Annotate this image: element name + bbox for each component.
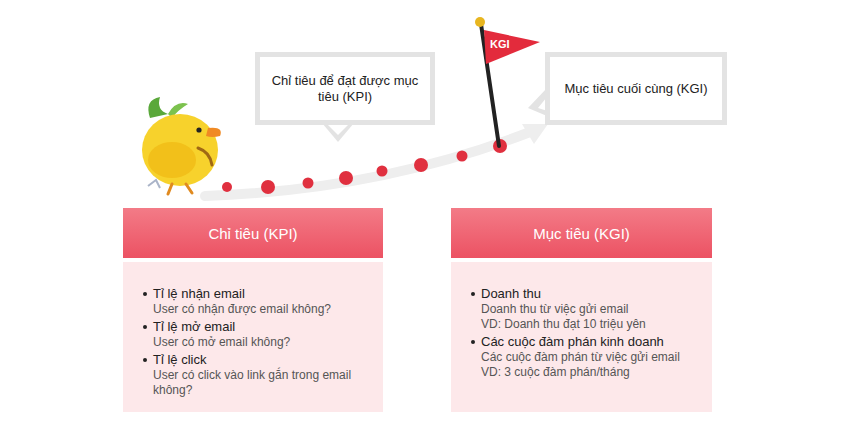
item-heading: Các cuộc đàm phán kinh doanh	[481, 334, 664, 349]
text-line: Mục tiêu cuối cùng (KGI)	[564, 81, 707, 97]
path-dots	[222, 139, 507, 194]
text-line: Chỉ tiêu để đạt được mục tiêu (KPI)	[270, 73, 420, 105]
text-line: Tỉ lệ nhận email	[143, 286, 371, 302]
node-label: Mục tiêu (KGI)	[533, 225, 630, 242]
list-box: Tỉ lệ nhận emailUser có nhận được email …	[123, 262, 383, 412]
text-line: Doanh thu	[471, 286, 700, 302]
bullet-dot	[143, 292, 147, 296]
item-text: VD: 3 cuộc đàm phán/tháng	[481, 365, 630, 379]
bullet-dot	[471, 340, 475, 344]
item-text: Các cuộc đàm phán từ việc gửi email	[481, 350, 680, 364]
item-text: VD: Doanh thu đạt 10 triệu yên	[481, 317, 646, 331]
speech-bubble: Chỉ tiêu để đạt được mục tiêu (KPI)	[255, 52, 435, 125]
item-text: User có nhận được email không?	[153, 302, 331, 316]
text-line: User có click vào link gắn trong email k…	[143, 368, 371, 398]
bullet-dot	[143, 358, 147, 362]
item-text: Doanh thu từ việc gửi email	[481, 302, 628, 316]
header-band: Mục tiêu (KGI)	[451, 208, 712, 258]
chick	[142, 97, 221, 194]
text-line: Tỉ lệ click	[143, 352, 371, 368]
bullet-dot	[143, 325, 147, 329]
flag-knob	[475, 17, 485, 27]
item-heading: Tỉ lệ mở email	[153, 319, 235, 334]
text-line: KGI	[490, 38, 510, 50]
text-line: Các cuộc đàm phán từ việc gửi email	[471, 350, 700, 365]
bubble-tail	[322, 123, 354, 142]
item-heading: Tỉ lệ click	[153, 352, 206, 367]
speech-bubble: Mục tiêu cuối cùng (KGI)	[545, 52, 727, 125]
item-text: User có click vào link gắn trong email k…	[153, 368, 351, 397]
text-line: Chỉ tiêu (KPI)	[208, 225, 297, 242]
node-label: Chỉ tiêu để đạt được mục tiêu (KPI)	[272, 73, 419, 104]
item-heading: Tỉ lệ nhận email	[153, 286, 245, 301]
text-line: User có nhận được email không?	[143, 302, 371, 317]
text-line: VD: Doanh thu đạt 10 triệu yên	[471, 317, 700, 332]
node-label: Chỉ tiêu (KPI)	[208, 225, 297, 242]
text-line: Mục tiêu (KGI)	[533, 225, 630, 242]
header-band: Chỉ tiêu (KPI)	[123, 208, 383, 258]
text-line: Tỉ lệ mở email	[143, 319, 371, 335]
node-label: Mục tiêu cuối cùng (KGI)	[564, 81, 707, 96]
text-line: Các cuộc đàm phán kinh doanh	[471, 334, 700, 350]
text-line: Doanh thu từ việc gửi email	[471, 302, 700, 317]
item-heading: Doanh thu	[481, 286, 541, 301]
flag-shape: KGI	[484, 30, 540, 64]
text-line: User có mở email không?	[143, 335, 371, 350]
text-line: VD: 3 cuộc đàm phán/tháng	[471, 365, 700, 380]
list-box: Doanh thuDoanh thu từ việc gửi emailVD: …	[451, 262, 712, 412]
swoosh-head	[522, 124, 548, 144]
path-swoosh	[205, 132, 530, 196]
item-text: User có mở email không?	[153, 335, 290, 349]
node-label: KGI	[490, 38, 510, 50]
bullet-dot	[471, 292, 475, 296]
